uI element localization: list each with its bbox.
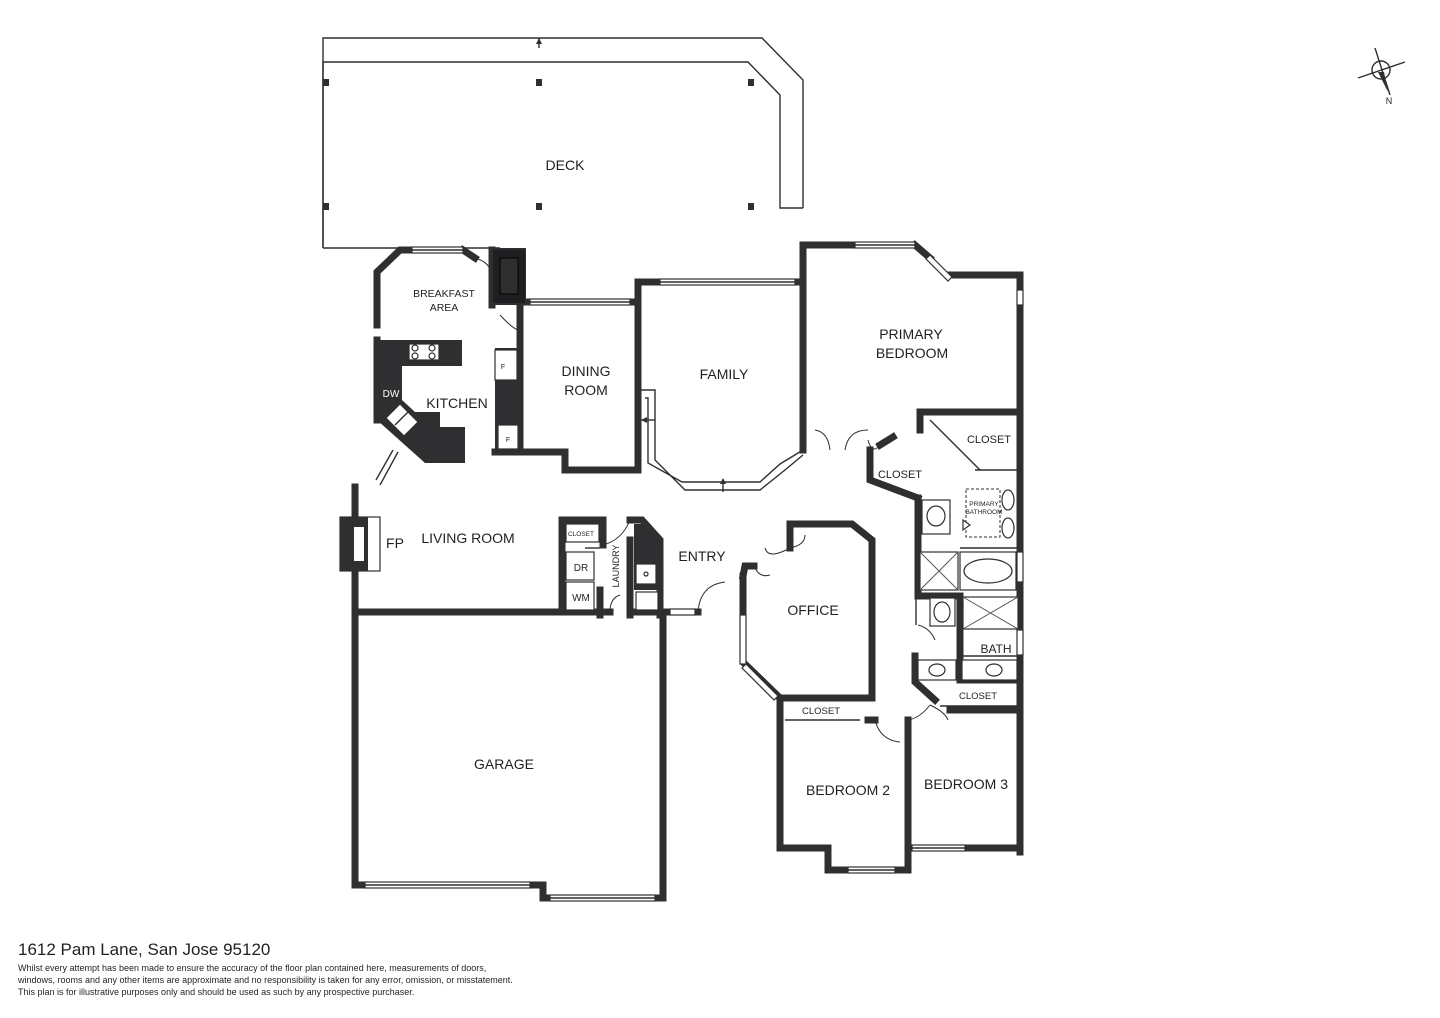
hall-bath-fixtures [585, 547, 1019, 721]
room-label-closet-bed2: CLOSET [802, 706, 840, 717]
room-label-laundry: LAUNDRY [611, 545, 621, 588]
room-label-primary-line2: BEDROOM [876, 345, 948, 361]
room-label-dining-line2: ROOM [564, 382, 608, 398]
room-label-deck: DECK [546, 157, 586, 173]
room-label-bath: BATH [980, 642, 1011, 656]
room-label-closet-bed3: CLOSET [959, 691, 997, 702]
room-label-fp: FP [386, 535, 404, 551]
appliance-label-dr: DR [574, 563, 588, 574]
property-address: 1612 Pam Lane, San Jose 95120 [18, 940, 271, 959]
doors [375, 257, 1018, 743]
kitchen-cabinets [377, 248, 526, 463]
disclaimer-line-2: windows, rooms and any other items are a… [18, 975, 513, 985]
primary-bath-fixtures [919, 488, 1018, 591]
room-label-family: FAMILY [700, 366, 749, 382]
room-label-closet-primary-2: CLOSET [878, 469, 922, 481]
appliance-label-dw: DW [383, 389, 400, 400]
room-label-entry: ENTRY [678, 548, 726, 564]
room-label-primary-bath-line2: BATHROOM [965, 509, 1002, 516]
room-label-living: LIVING ROOM [421, 530, 514, 546]
room-label-bedroom2: BEDROOM 2 [806, 782, 890, 798]
room-label-kitchen: KITCHEN [426, 395, 487, 411]
room-label-closet-laundry: CLOSET [568, 531, 594, 538]
room-label-garage: GARAGE [474, 756, 534, 772]
room-label-breakfast-line2: AREA [430, 302, 459, 314]
room-label-primary-bath-line1: PRIMARY [969, 501, 999, 508]
fireplace [339, 516, 381, 572]
disclaimer-line-1: Whilst every attempt has been made to en… [18, 963, 487, 973]
room-label-closet-primary-1: CLOSET [967, 434, 1011, 446]
laundry-fixtures [565, 523, 659, 611]
appliance-label-wm: WM [572, 593, 590, 604]
room-label-breakfast-line1: BREAKFAST [413, 288, 475, 300]
disclaimer-line-3: This plan is for illustrative purposes o… [18, 987, 415, 997]
room-label-bedroom3: BEDROOM 3 [924, 776, 1008, 792]
appliance-label-fridge-2: F [506, 437, 510, 444]
compass-label: N [1386, 96, 1393, 106]
windows [351, 241, 1024, 902]
room-label-primary-line1: PRIMARY [879, 326, 943, 342]
room-label-office: OFFICE [787, 602, 838, 618]
compass-icon: N [1357, 47, 1406, 106]
footer: 1612 Pam Lane, San Jose 95120 Whilst eve… [18, 940, 718, 998]
appliance-label-fridge-1: F [501, 364, 505, 371]
family-bay [638, 389, 804, 492]
room-label-dining-line1: DINING [562, 363, 611, 379]
deck-area [322, 37, 804, 249]
